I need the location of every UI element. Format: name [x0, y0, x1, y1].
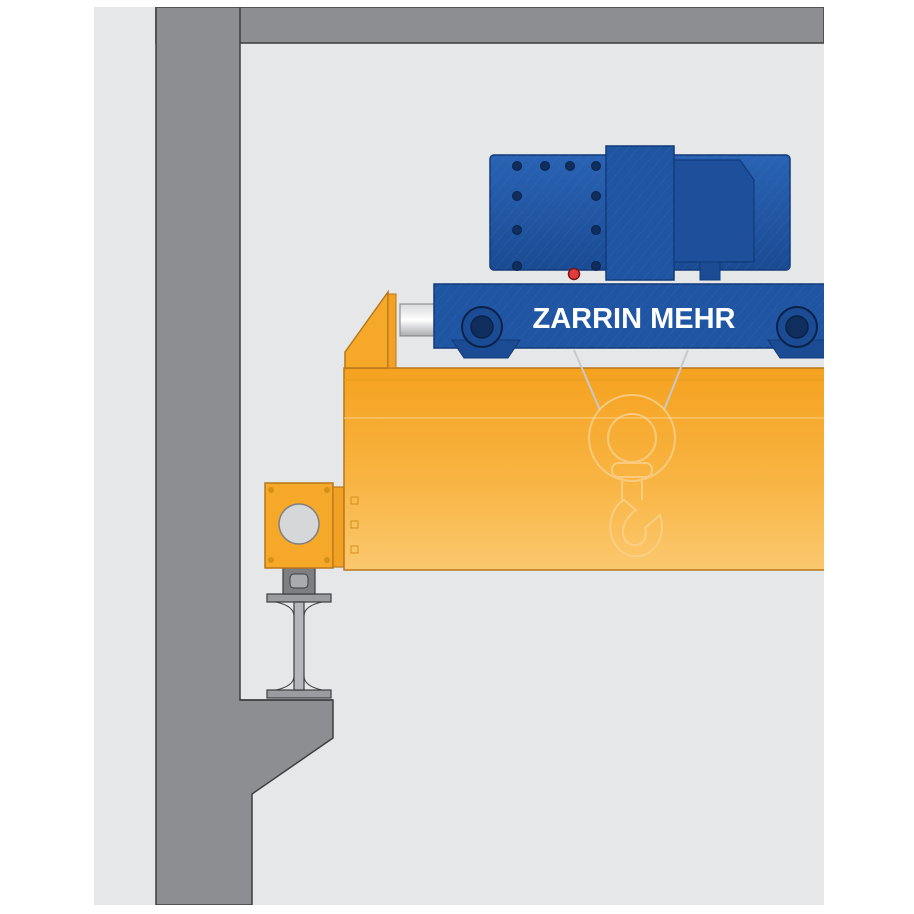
hoist-brand-label: ZARRIN MEHR: [533, 303, 736, 335]
trolley-wheel-icon: [461, 306, 503, 348]
crane-hook-icon: [588, 394, 676, 558]
i-beam-rail-icon: [266, 593, 332, 699]
indicator-light: [567, 267, 581, 281]
trolley-wheel-icon: [776, 306, 818, 348]
bridge-girder-icon: [343, 289, 824, 571]
wall-column-icon: [155, 7, 334, 905]
electric-hoist-icon: ZARRIN MEHR: [399, 145, 824, 359]
ceiling-beam-icon: [155, 7, 824, 44]
end-carriage-wheel-icon: [264, 482, 345, 595]
hoist-ropes: [573, 349, 689, 411]
